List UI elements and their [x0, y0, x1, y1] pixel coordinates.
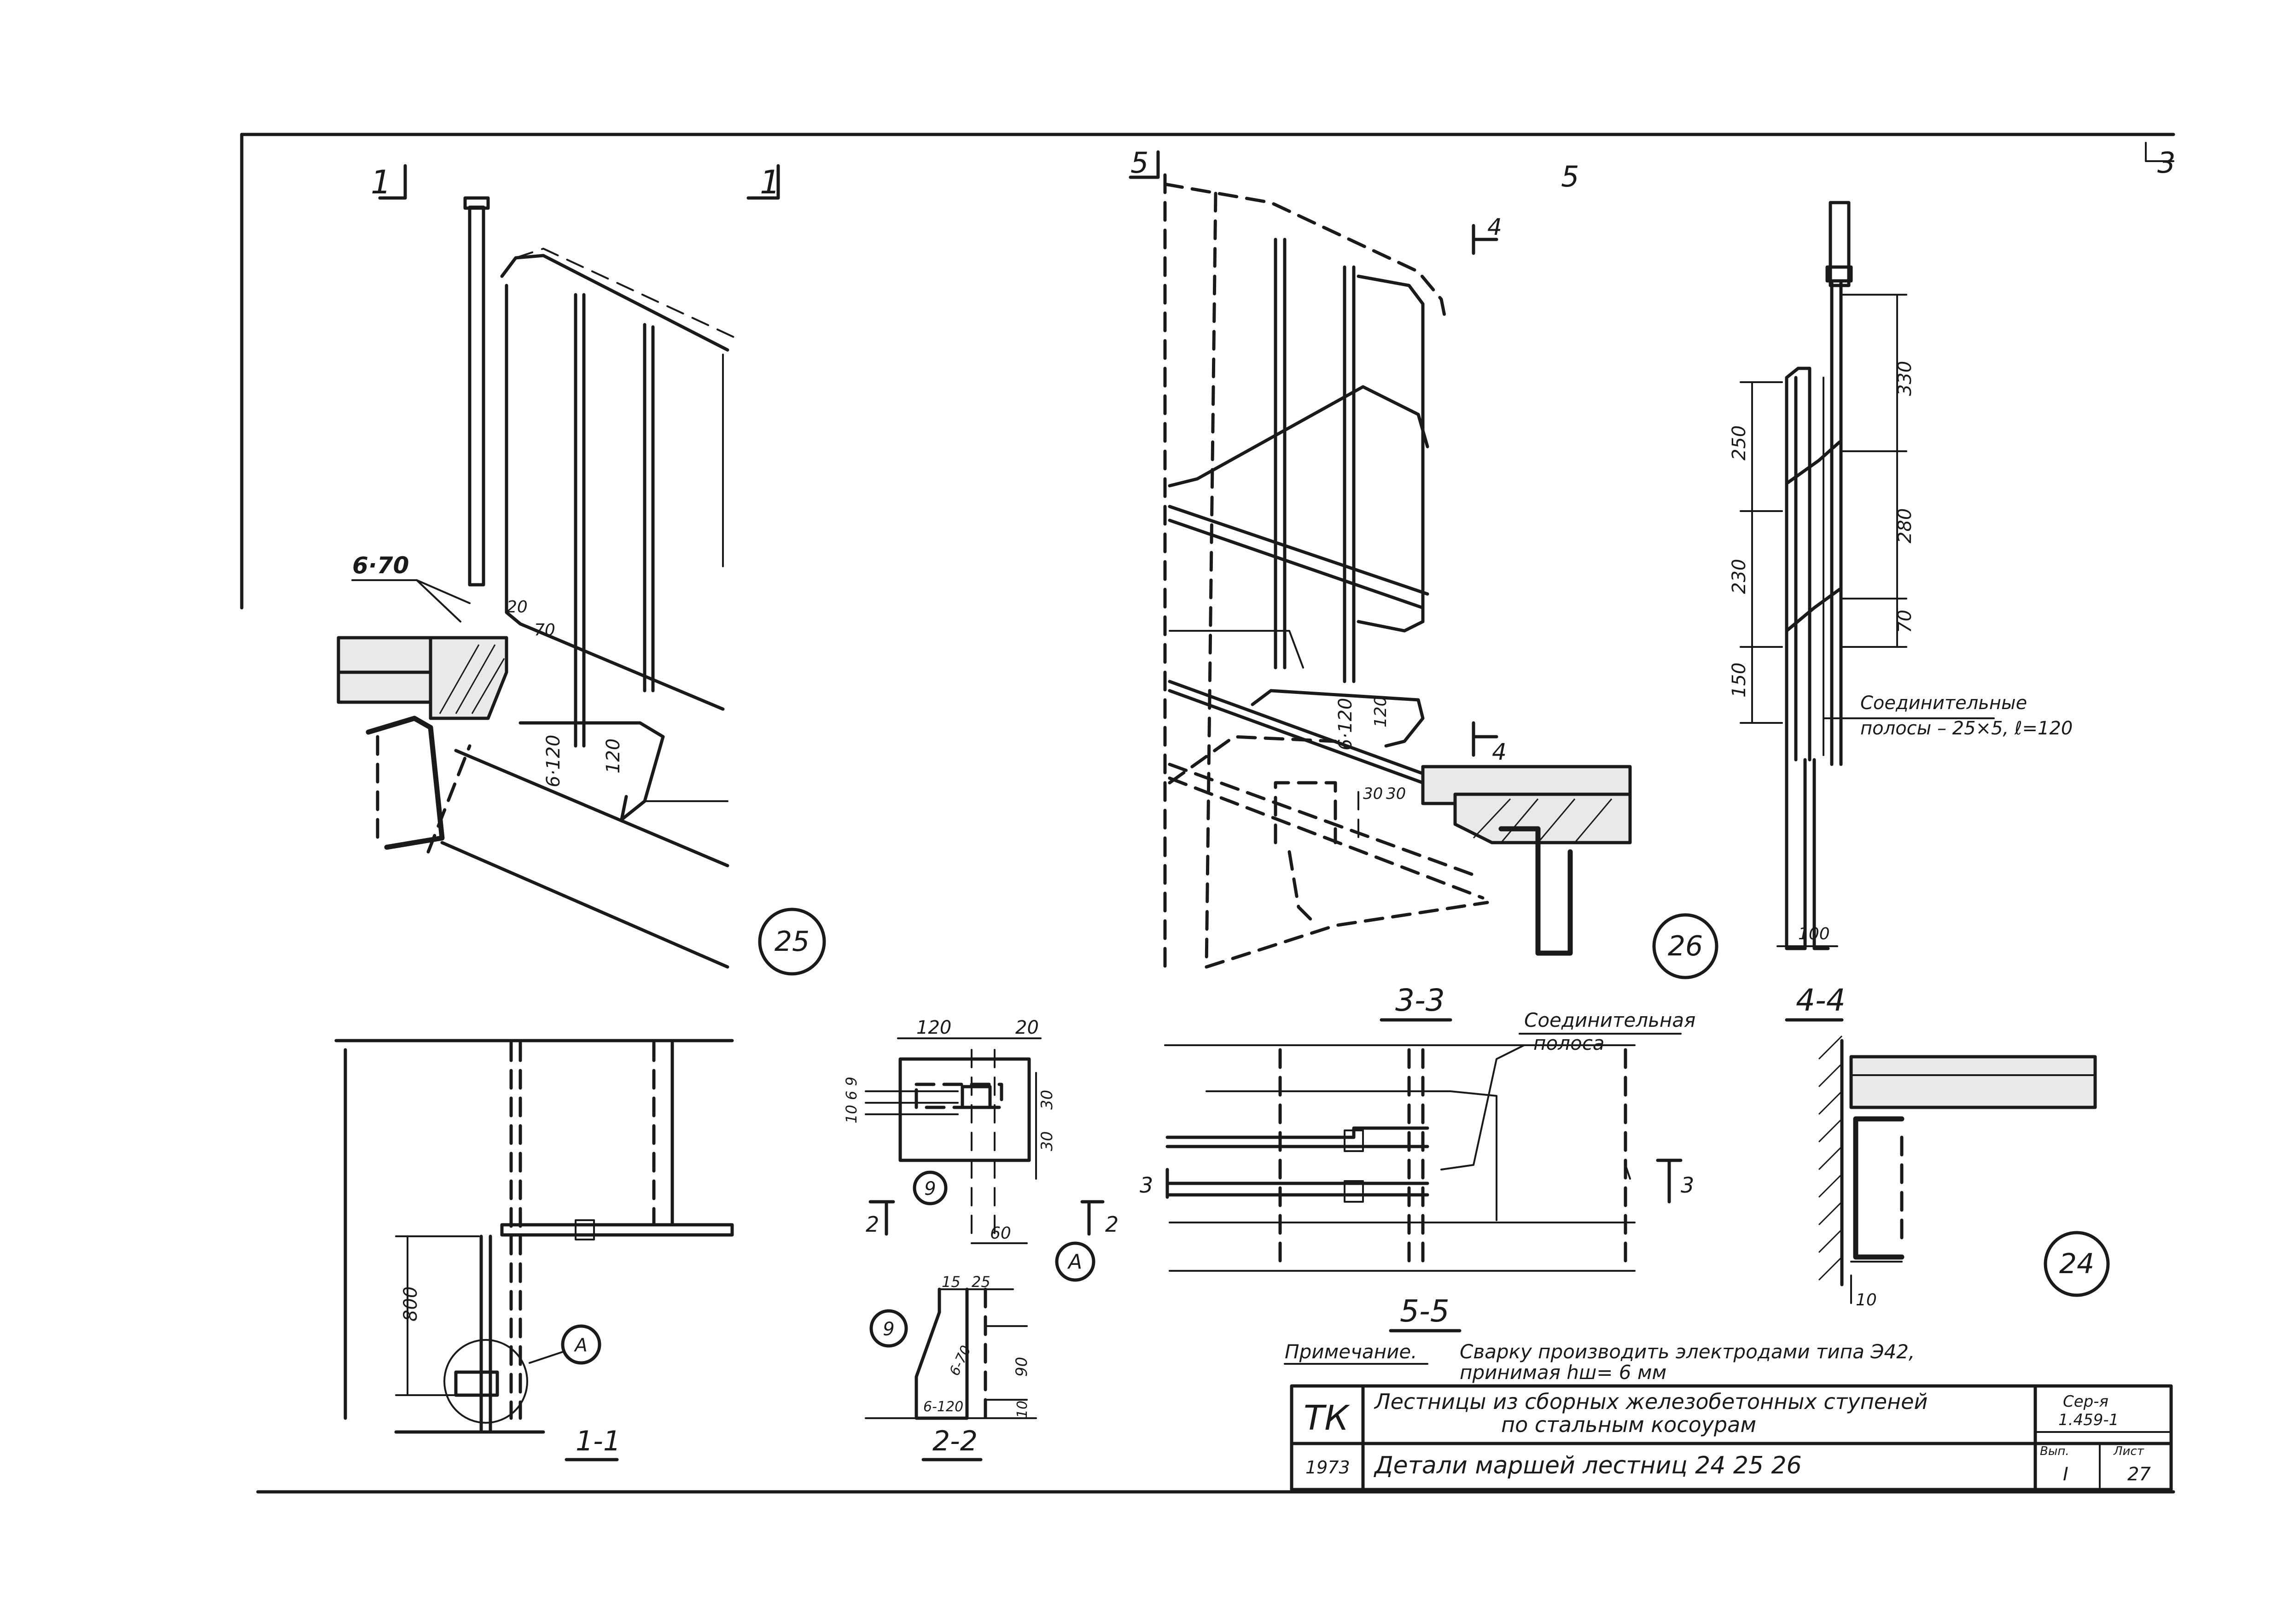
section-mark-3-left: 3	[1140, 1173, 1153, 1198]
section-mark-5-right: 5	[1561, 160, 1579, 193]
note-connecting-strips-2: полосы – 25×5, ℓ=120	[1860, 718, 2073, 739]
section-marks-top: 1 1 5 5 3	[371, 146, 2175, 201]
dim-800: 800	[400, 1286, 421, 1321]
dim-a-120: 120	[916, 1017, 951, 1038]
series-label: Сер-я	[2063, 1392, 2108, 1411]
dims-a-left: 10 6 9	[843, 1077, 860, 1123]
detail-a-title-circle	[1055, 1241, 1095, 1282]
section-title-2-2: 2-2	[932, 1425, 978, 1457]
weld-label-6-70: 6·70	[352, 552, 409, 579]
landing-beam	[500, 1223, 734, 1237]
detail-ref-a-circle	[561, 1324, 601, 1365]
section-title-1-1: 1-1	[576, 1425, 621, 1457]
detail-a-title: А	[1067, 1250, 1082, 1274]
dim-15: 15	[942, 1273, 961, 1291]
dim-10-c: 10	[1856, 1291, 1877, 1310]
section-2-2: 15 25 90 10 6-70 6-120 9 2-2	[865, 1273, 1037, 1461]
callout-circle-26	[1652, 913, 1718, 979]
section-5-5: Соединительная полоса 3 3 5-5	[1140, 1009, 1695, 1333]
year: 1973	[1305, 1457, 1350, 1478]
detail-ref-a: А	[573, 1335, 587, 1356]
dim-25: 25	[972, 1273, 990, 1291]
section-mark-1-left: 1	[371, 163, 391, 201]
note-line-1: Сварку производить электродами типа Э42,	[1460, 1340, 1915, 1363]
callout-circle-25	[758, 908, 826, 976]
slab	[1849, 1055, 2097, 1109]
section-mark-2-right: 2	[1105, 1212, 1118, 1237]
section-1-1: 800 А 1-1	[334, 1039, 734, 1461]
section-mark-3-right: 3	[1681, 1173, 1694, 1198]
section-4-4: 250 230 150 330 280 70 Соединительные по…	[1729, 201, 2073, 1022]
dim-10-b: 10	[1014, 1401, 1031, 1418]
note-connecting-strips-1: Соединительные	[1860, 693, 2027, 714]
project-title-2: по стальным косоурам	[1501, 1412, 1756, 1437]
dim-230: 230	[1729, 559, 1750, 594]
detail-circle-a	[443, 1339, 528, 1424]
detail-25: 6·70 20 70 6·120 120 25	[337, 196, 826, 976]
dim-30-a: 30	[1363, 785, 1383, 803]
dim-70-b: 70	[1894, 610, 1916, 633]
note-line-2: принимая hш= 6 мм	[1460, 1361, 1666, 1384]
weld-mark-2-2: 9	[883, 1319, 894, 1340]
weld-mark-a: 9	[924, 1178, 936, 1199]
dim-100: 100	[1798, 925, 1830, 943]
note-connecting-strip-1: Соединительная	[1524, 1009, 1695, 1031]
sheet-label: Лист	[2113, 1444, 2144, 1458]
sheet-frame	[240, 133, 2175, 1494]
dim-a-20: 20	[1015, 1017, 1039, 1038]
section-title-4-4: 4-4	[1796, 983, 1846, 1018]
dim-a-30a: 30	[1038, 1090, 1056, 1110]
dim-150: 150	[1729, 663, 1750, 698]
weld-label-6-120: 6·120	[543, 734, 564, 787]
weld-label-6-120-c: 6-120	[923, 1399, 963, 1415]
dim-a-30b: 30	[1038, 1131, 1056, 1151]
dim-330: 330	[1894, 361, 1916, 396]
dim-a-60: 60	[990, 1224, 1011, 1243]
issue-value: I	[2063, 1464, 2068, 1485]
dim-120-b: 120	[1371, 696, 1390, 728]
railing-post	[468, 205, 485, 587]
post-top	[1829, 201, 1851, 287]
dim-120: 120	[603, 739, 624, 774]
note-label: Примечание.	[1285, 1340, 1417, 1363]
project-title-1: Лестницы из сборных железобетонных ступе…	[1374, 1389, 1928, 1414]
detail-26: 6·120 120 30 30 4 4 26 3-3	[1163, 173, 1718, 1022]
general-note: Примечание. Сварку производить электрода…	[1284, 1340, 1915, 1384]
section-mark-5-left: 5	[1130, 146, 1148, 180]
weld-label-6-120-b: 6·120	[1335, 698, 1356, 751]
detail-a: 120 20 10 6 9 30 30 9 60 2 2 А	[843, 1017, 1118, 1282]
plate-plan	[898, 1057, 1031, 1162]
title-block: ТК Лестницы из сборных железобетонных ст…	[1290, 1384, 2173, 1491]
callout-circle-24	[2044, 1231, 2110, 1297]
section-mark-2-left: 2	[866, 1212, 879, 1237]
callout-25: 25	[775, 926, 810, 958]
weld-label-6-70-b: 6-70	[947, 1343, 974, 1379]
sheet-value: 27	[2127, 1464, 2151, 1485]
sheet-title: Детали маршей лестниц 24 25 26	[1374, 1452, 1802, 1479]
dim-250: 250	[1729, 425, 1750, 460]
callout-26: 26	[1668, 930, 1703, 962]
org-code: ТК	[1304, 1398, 1350, 1438]
detail-24: 10 24	[1818, 1035, 2110, 1310]
section-arrow-4-top: 4	[1487, 214, 1502, 240]
section-arrow-4-bottom: 4	[1492, 739, 1507, 765]
callout-24: 24	[2059, 1248, 2094, 1280]
note-connecting-strip-2: полоса	[1533, 1032, 1605, 1054]
issue-label: Вып.	[2040, 1444, 2069, 1458]
dim-70: 70	[534, 621, 555, 640]
dim-280: 280	[1894, 508, 1916, 543]
series-value: 1.459-1	[2058, 1411, 2119, 1429]
dim-30-b: 30	[1386, 785, 1406, 803]
dim-90: 90	[1013, 1357, 1031, 1377]
section-title-5-5: 5-5	[1400, 1293, 1450, 1329]
dim-20: 20	[507, 598, 528, 617]
section-mark-3-corner: 3	[2157, 146, 2175, 180]
section-title-3-3: 3-3	[1395, 983, 1445, 1018]
